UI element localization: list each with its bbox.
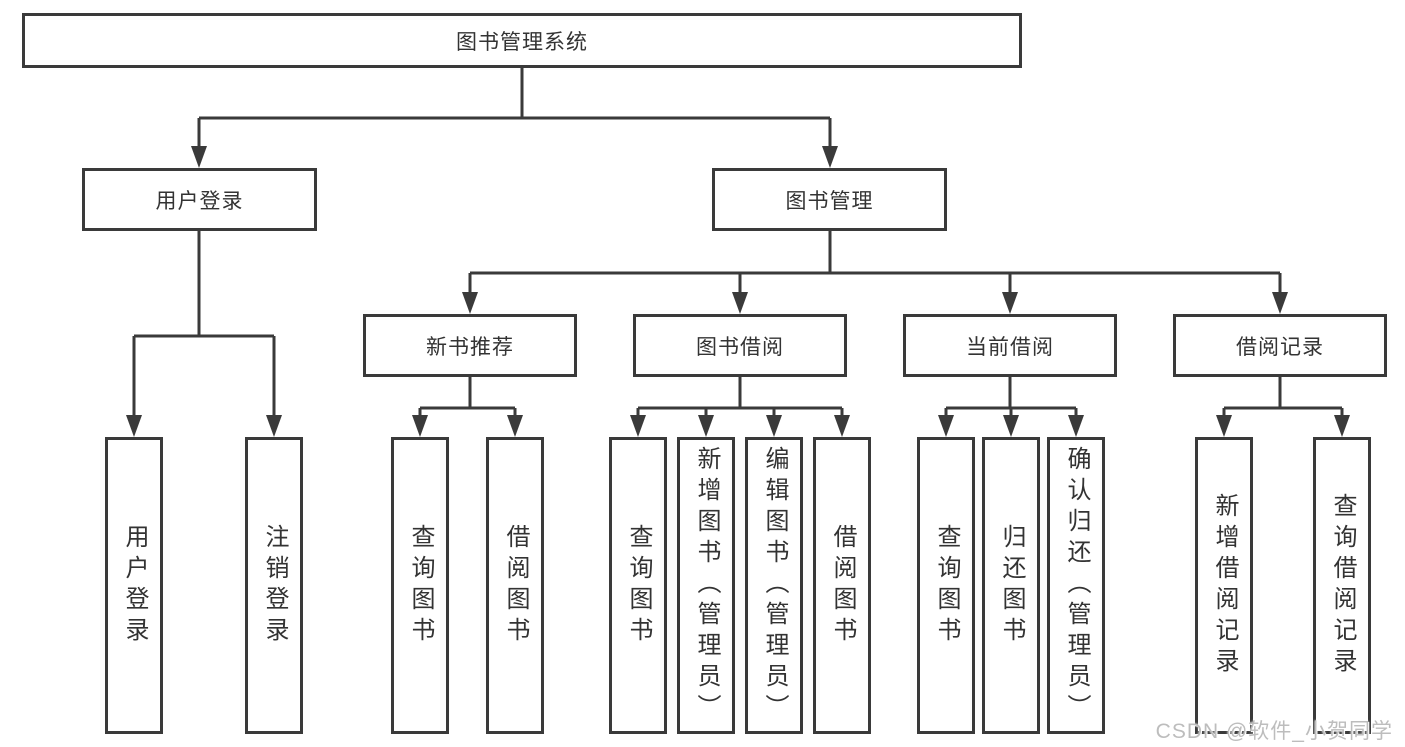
connector-root-to-level2 bbox=[191, 68, 838, 168]
arrow-down-icon bbox=[766, 415, 782, 437]
node-borrowing-records: 借阅记录 bbox=[1173, 314, 1387, 377]
node-label: 确认归还（管理员） bbox=[1063, 446, 1090, 725]
node-label: 借阅图书 bbox=[502, 523, 529, 648]
connector-new-book-children bbox=[412, 377, 523, 437]
node-label: 查询图书 bbox=[933, 523, 960, 648]
arrow-down-icon bbox=[126, 415, 142, 437]
arrow-down-icon bbox=[834, 415, 850, 437]
connector-borrow-records-children bbox=[1216, 377, 1350, 437]
arrow-down-icon bbox=[1216, 415, 1232, 437]
node-new-book-recommendation: 新书推荐 bbox=[363, 314, 577, 377]
connector-book-borrowing-children bbox=[630, 377, 850, 437]
connector-current-borrowing-children bbox=[938, 377, 1084, 437]
node-label: 查询图书 bbox=[625, 523, 652, 648]
arrow-down-icon bbox=[1068, 415, 1084, 437]
arrow-down-icon bbox=[1002, 292, 1018, 314]
leaf-query-books-recommend: 查询图书 bbox=[391, 437, 449, 734]
connector-user-login-children bbox=[126, 231, 282, 437]
leaf-query-borrow-record: 查询借阅记录 bbox=[1313, 437, 1371, 734]
leaf-logout-login: 注销登录 bbox=[245, 437, 303, 734]
node-book-borrowing: 图书借阅 bbox=[633, 314, 847, 377]
leaf-query-books-current: 查询图书 bbox=[917, 437, 975, 734]
leaf-add-books-admin: 新增图书（管理员） bbox=[677, 437, 735, 734]
arrow-down-icon bbox=[698, 415, 714, 437]
arrow-down-icon bbox=[266, 415, 282, 437]
node-label: 用户登录 bbox=[121, 523, 148, 648]
node-label: 借阅图书 bbox=[829, 523, 856, 648]
node-label: 图书借阅 bbox=[696, 335, 784, 359]
arrow-down-icon bbox=[191, 146, 207, 168]
arrow-down-icon bbox=[1003, 415, 1019, 437]
arrow-down-icon bbox=[462, 292, 478, 314]
node-user-login: 用户登录 bbox=[82, 168, 317, 231]
node-label: 查询图书 bbox=[407, 523, 434, 648]
arrow-down-icon bbox=[1334, 415, 1350, 437]
leaf-confirm-return-admin: 确认归还（管理员） bbox=[1047, 437, 1105, 734]
node-label: 归还图书 bbox=[998, 523, 1025, 648]
arrow-down-icon bbox=[507, 415, 523, 437]
node-label: 查询借阅记录 bbox=[1329, 492, 1356, 679]
node-label: 新书推荐 bbox=[426, 335, 514, 359]
node-book-management: 图书管理 bbox=[712, 168, 947, 231]
node-label: 图书管理 bbox=[785, 189, 874, 213]
node-label: 用户登录 bbox=[155, 189, 244, 213]
leaf-borrow-books-borrowing: 借阅图书 bbox=[813, 437, 871, 734]
node-current-borrowing: 当前借阅 bbox=[903, 314, 1117, 377]
leaf-query-books-borrowing: 查询图书 bbox=[609, 437, 667, 734]
watermark: CSDN @软件_小贺同学 bbox=[1155, 720, 1393, 743]
node-label: 图书管理系统 bbox=[456, 30, 588, 54]
arrow-down-icon bbox=[938, 415, 954, 437]
leaf-add-borrow-record: 新增借阅记录 bbox=[1195, 437, 1253, 734]
leaf-borrow-books-recommend: 借阅图书 bbox=[486, 437, 544, 734]
arrow-down-icon bbox=[822, 146, 838, 168]
leaf-edit-books-admin: 编辑图书（管理员） bbox=[745, 437, 803, 734]
node-label: 编辑图书（管理员） bbox=[761, 446, 788, 725]
node-label: 注销登录 bbox=[261, 523, 288, 648]
node-label: 借阅记录 bbox=[1236, 335, 1324, 359]
connector-book-management-children bbox=[462, 231, 1288, 314]
node-label: 当前借阅 bbox=[966, 335, 1054, 359]
arrow-down-icon bbox=[1272, 292, 1288, 314]
arrow-down-icon bbox=[732, 292, 748, 314]
node-label: 新增图书（管理员） bbox=[693, 446, 720, 725]
arrow-down-icon bbox=[630, 415, 646, 437]
node-library-management-system: 图书管理系统 bbox=[22, 13, 1022, 68]
node-label: 新增借阅记录 bbox=[1211, 492, 1238, 679]
arrow-down-icon bbox=[412, 415, 428, 437]
leaf-user-login: 用户登录 bbox=[105, 437, 163, 734]
leaf-return-books: 归还图书 bbox=[982, 437, 1040, 734]
